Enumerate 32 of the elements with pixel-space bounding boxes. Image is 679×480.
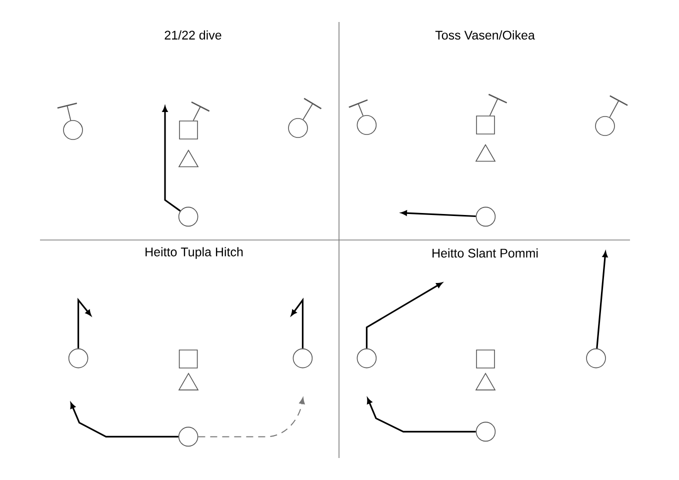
player-circle — [595, 116, 615, 136]
route-arrow — [596, 252, 608, 349]
block-line — [609, 95, 628, 118]
player-square — [476, 116, 495, 134]
route-arrow — [162, 106, 181, 212]
route-arrow — [78, 298, 92, 348]
player-square — [179, 120, 198, 140]
player-circle — [476, 422, 496, 442]
block-line — [348, 99, 368, 116]
player-circle — [178, 206, 198, 227]
block-line — [57, 102, 78, 121]
player-circle — [288, 118, 308, 138]
route-arrow — [291, 298, 304, 348]
player-circle — [586, 348, 606, 368]
player-circle — [356, 348, 377, 368]
route-arrow — [70, 402, 178, 438]
route-arrow — [198, 397, 305, 438]
play-title: Heitto Tupla Hitch — [146, 247, 243, 259]
player-circle — [63, 120, 83, 140]
play-title: Toss Vasen/Oikea — [435, 30, 535, 40]
player-square — [476, 350, 495, 368]
player-circle — [476, 206, 496, 227]
route-arrow — [366, 282, 442, 348]
player-circle — [356, 115, 377, 135]
route-arrow — [401, 210, 476, 218]
play-title: Heitto Slant Pommi — [432, 248, 538, 258]
route-arrow — [367, 398, 476, 432]
player-circle — [68, 348, 88, 368]
player-circle — [178, 426, 198, 447]
play-title: 21/22 dive — [164, 30, 222, 40]
player-square — [178, 350, 198, 368]
player-circle — [292, 348, 313, 368]
